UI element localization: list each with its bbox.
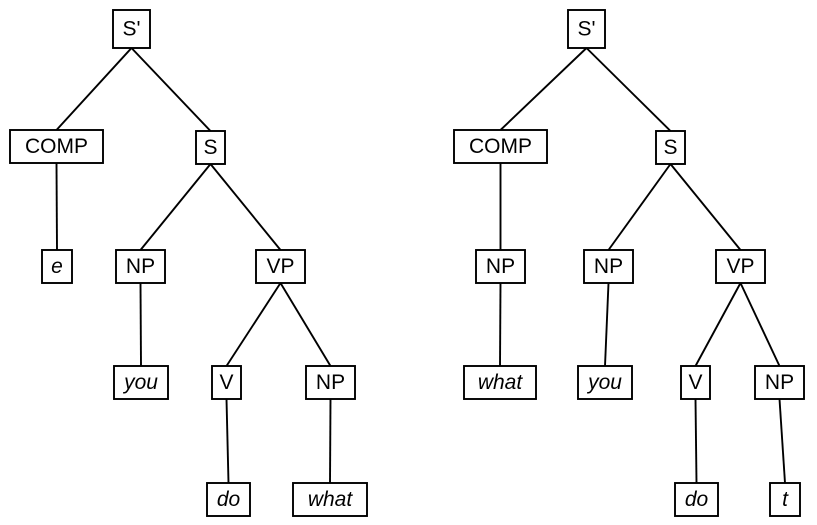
tree-node-do[interactable]: do — [206, 482, 251, 517]
tree-edge — [279, 282, 332, 367]
node-label: what — [308, 488, 354, 511]
tree-node-s[interactable]: S — [655, 130, 686, 165]
tree-node-you[interactable]: you — [113, 365, 169, 400]
tree-node-np[interactable]: NP — [115, 249, 166, 284]
tree-node-vp[interactable]: VP — [255, 249, 306, 284]
tree-edge — [55, 47, 133, 131]
node-label: you — [586, 371, 622, 394]
node-label: what — [478, 371, 524, 394]
node-box — [453, 129, 548, 164]
node-box — [206, 482, 251, 517]
tree-edge — [585, 47, 672, 132]
tree-node-s[interactable]: S' — [112, 9, 151, 49]
node-label: e — [51, 255, 63, 278]
tree-edge — [225, 398, 230, 484]
tree-node-np[interactable]: NP — [305, 365, 356, 400]
tree-edge — [607, 163, 672, 251]
tree-edge — [329, 398, 332, 484]
tree-node-t[interactable]: t — [769, 482, 801, 517]
node-label: COMP — [469, 135, 532, 158]
tree-edge — [669, 163, 742, 251]
tree-node-vp[interactable]: VP — [715, 249, 766, 284]
node-label: V — [688, 371, 702, 394]
node-box — [680, 365, 711, 400]
node-box — [41, 249, 73, 284]
s-structure-tree-edges — [499, 47, 786, 484]
tree-node-what[interactable]: what — [292, 482, 368, 517]
node-label: you — [122, 371, 158, 394]
node-box — [115, 249, 166, 284]
node-label: S' — [577, 18, 595, 41]
node-label: NP — [126, 255, 155, 278]
node-box — [583, 249, 634, 284]
tree-node-comp[interactable]: COMP — [9, 129, 104, 164]
node-box — [195, 130, 226, 165]
tree-edge — [499, 47, 588, 131]
node-box — [113, 365, 169, 400]
tree-edge — [694, 398, 698, 484]
node-label: NP — [486, 255, 515, 278]
node-box — [577, 365, 633, 400]
node-label: t — [782, 488, 789, 511]
tree-edge — [604, 282, 610, 367]
tree-edge — [139, 282, 142, 367]
d-structure-tree-edges — [55, 47, 332, 484]
node-box — [463, 365, 537, 400]
node-label: VP — [726, 255, 754, 278]
tree-edge — [694, 282, 742, 367]
node-box — [305, 365, 356, 400]
node-label: COMP — [25, 135, 88, 158]
edges-group — [55, 47, 786, 484]
tree-edge — [499, 282, 502, 367]
node-box — [655, 130, 686, 165]
tree-edge — [130, 47, 212, 132]
node-label: do — [217, 488, 241, 511]
tree-node-do[interactable]: do — [674, 482, 719, 517]
tree-node-comp[interactable]: COMP — [453, 129, 548, 164]
tree-node-np[interactable]: NP — [583, 249, 634, 284]
node-box — [769, 482, 801, 517]
tree-node-v[interactable]: V — [680, 365, 711, 400]
node-label: S' — [122, 18, 140, 41]
node-label: S — [663, 136, 677, 159]
tree-node-v[interactable]: V — [211, 365, 242, 400]
tree-node-e[interactable]: e — [41, 249, 73, 284]
tree-edge — [739, 282, 781, 367]
node-box — [292, 482, 368, 517]
node-label: V — [219, 371, 233, 394]
node-label: NP — [594, 255, 623, 278]
tree-edge — [778, 398, 786, 484]
node-box — [754, 365, 805, 400]
node-box — [9, 129, 104, 164]
node-box — [674, 482, 719, 517]
tree-edge — [139, 163, 212, 251]
node-box — [567, 9, 606, 49]
node-label: do — [685, 488, 709, 511]
tree-node-s[interactable]: S — [195, 130, 226, 165]
node-box — [475, 249, 526, 284]
node-box — [112, 9, 151, 49]
tree-node-np[interactable]: NP — [754, 365, 805, 400]
node-label: NP — [765, 371, 794, 394]
node-label: S — [203, 136, 217, 159]
tree-node-np[interactable]: NP — [475, 249, 526, 284]
node-box — [715, 249, 766, 284]
s-structure-tree-nodes: S' COMP S NP NP VP what you V NP do t — [453, 9, 805, 517]
tree-node-you[interactable]: you — [577, 365, 633, 400]
node-label: NP — [316, 371, 345, 394]
tree-edge — [225, 282, 282, 367]
tree-node-s[interactable]: S' — [567, 9, 606, 49]
node-box — [211, 365, 242, 400]
tree-edge — [55, 162, 58, 251]
node-box — [255, 249, 306, 284]
tree-node-what[interactable]: what — [463, 365, 537, 400]
node-label: VP — [266, 255, 294, 278]
tree-edge — [209, 163, 282, 251]
